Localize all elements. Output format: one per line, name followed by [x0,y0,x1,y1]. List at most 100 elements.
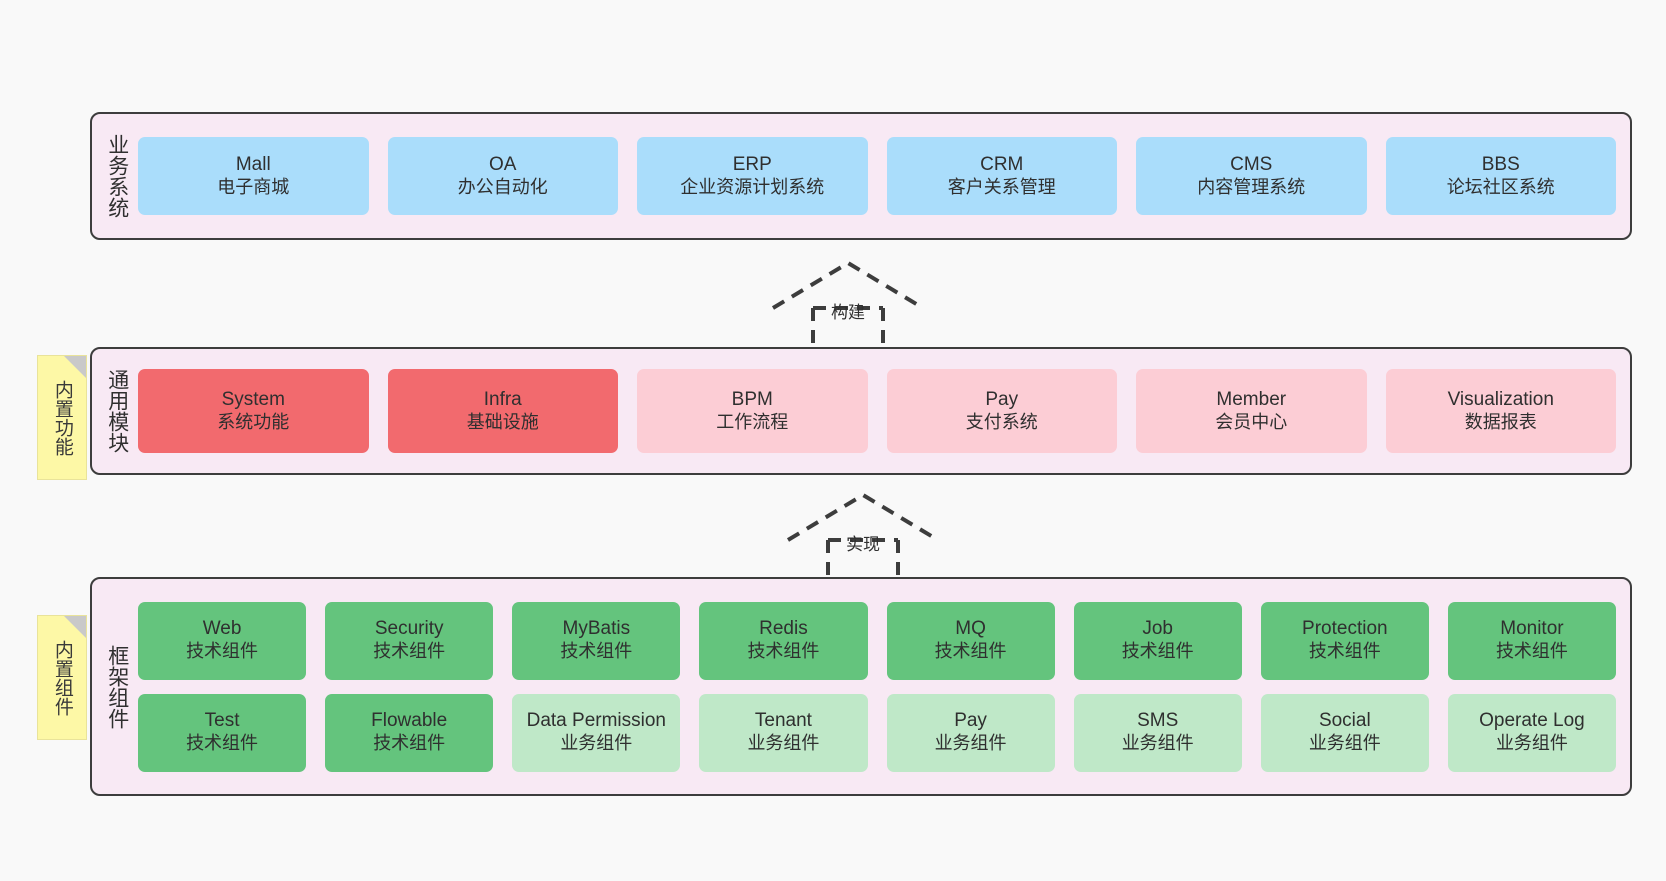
card-en-label: CRM [980,153,1024,175]
card-cn-label: 业务组件 [1308,733,1381,754]
layer-common-modules-body: System 系统功能 Infra 基础设施 BPM 工作流程 Pay 支付系统… [134,357,1622,465]
card-cn-label: 技术组件 [1495,641,1568,662]
card-en-label: Pay [985,388,1019,410]
layer-framework-components-title: 框架组件 [105,644,129,729]
card-cn-label: 技术组件 [186,733,259,754]
note-builtin-component[interactable]: 内置组件 [37,615,87,740]
card-en-label: SMS [1137,710,1179,732]
card-cn-label: 客户关系管理 [947,176,1056,197]
card-cn-label: 系统功能 [217,411,290,432]
framework-card-monitor[interactable]: Monitor 技术组件 [1447,601,1616,680]
card-en-label: ERP [732,153,772,175]
card-cn-label: 技术组件 [1308,641,1381,662]
card-en-label: OA [489,153,517,175]
connector-build: 构建 [763,258,933,358]
card-cn-label: 技术组件 [747,641,820,662]
framework-card-operate-log[interactable]: Operate Log 业务组件 [1447,693,1616,772]
card-en-label: Infra [483,388,522,410]
layer-business-system[interactable]: 业务系统 Mall 电子商城 OA 办公自动化 ERP 企业资源计划系统 CRM [90,112,1632,240]
card-en-label: Member [1216,388,1287,410]
card-cn-label: 企业资源计划系统 [680,176,825,197]
framework-card-security[interactable]: Security 技术组件 [325,601,494,680]
framework-card-mybatis[interactable]: MyBatis 技术组件 [512,601,681,680]
business-card-mall[interactable]: Mall 电子商城 [138,137,369,215]
card-cn-label: 会员中心 [1215,411,1288,432]
card-en-label: Flowable [371,710,448,732]
module-card-pay[interactable]: Pay 支付系统 [886,369,1117,453]
layer-common-modules-title: 通用模块 [105,369,129,453]
module-card-member[interactable]: Member 会员中心 [1136,369,1367,453]
connector-implement-label: 实现 [846,535,880,554]
framework-card-web[interactable]: Web 技术组件 [138,601,307,680]
card-cn-label: 工作流程 [716,411,789,432]
business-card-crm[interactable]: CRM 客户关系管理 [886,137,1117,215]
framework-card-flowable[interactable]: Flowable 技术组件 [325,693,494,772]
card-cn-label: 技术组件 [1121,641,1194,662]
card-cn-label: 内容管理系统 [1197,176,1306,197]
business-card-oa[interactable]: OA 办公自动化 [387,137,618,215]
card-en-label: Social [1318,710,1371,732]
layer-framework-components[interactable]: 框架组件 Web 技术组件 Security 技术组件 MyBatis 技术组件… [90,577,1632,796]
business-card-bbs[interactable]: BBS 论坛社区系统 [1385,137,1616,215]
card-cn-label: 论坛社区系统 [1446,176,1555,197]
layer-business-system-body: Mall 电子商城 OA 办公自动化 ERP 企业资源计划系统 CRM 客户关系… [134,122,1622,230]
layer-framework-components-body: Web 技术组件 Security 技术组件 MyBatis 技术组件 Redi… [134,587,1622,786]
card-cn-label: 业务组件 [747,733,820,754]
note-builtin-function-label: 内置功能 [51,379,73,456]
card-cn-label: 技术组件 [934,641,1007,662]
connector-build-label: 构建 [831,303,865,322]
card-en-label: Mall [235,153,271,175]
connector-implement-shape [786,492,940,590]
card-en-label: System [221,388,285,410]
card-en-label: Redis [759,618,808,640]
connector-implement: 实现 [778,490,948,590]
card-en-label: Protection [1302,618,1388,640]
framework-card-tenant[interactable]: Tenant 业务组件 [699,693,868,772]
framework-card-job[interactable]: Job 技术组件 [1073,601,1242,680]
framework-card-redis[interactable]: Redis 技术组件 [699,601,868,680]
note-builtin-component-label: 内置组件 [51,639,73,716]
card-en-label: Job [1142,618,1173,640]
framework-biz-row: Test 技术组件 Flowable 技术组件 Data Permission … [138,693,1616,772]
card-cn-label: 电子商城 [217,176,290,197]
card-cn-label: 支付系统 [965,411,1038,432]
card-en-label: MyBatis [562,618,631,640]
card-en-label: Visualization [1447,388,1554,410]
card-en-label: Monitor [1500,618,1564,640]
business-card-erp[interactable]: ERP 企业资源计划系统 [637,137,868,215]
business-card-row: Mall 电子商城 OA 办公自动化 ERP 企业资源计划系统 CRM 客户关系… [138,137,1616,215]
module-card-row: System 系统功能 Infra 基础设施 BPM 工作流程 Pay 支付系统… [138,369,1616,453]
card-en-label: Web [202,618,242,640]
card-en-label: Tenant [754,710,812,732]
framework-card-protection[interactable]: Protection 技术组件 [1260,601,1429,680]
business-card-cms[interactable]: CMS 内容管理系统 [1136,137,1367,215]
card-cn-label: 技术组件 [373,641,446,662]
card-en-label: Security [374,618,444,640]
module-card-infra[interactable]: Infra 基础设施 [387,369,618,453]
card-cn-label: 数据报表 [1464,411,1537,432]
note-builtin-function[interactable]: 内置功能 [37,355,87,480]
card-en-label: Pay [954,710,987,732]
module-card-system[interactable]: System 系统功能 [138,369,369,453]
framework-card-test[interactable]: Test 技术组件 [138,693,307,772]
card-cn-label: 技术组件 [373,733,446,754]
framework-card-pay[interactable]: Pay 业务组件 [886,693,1055,772]
layer-business-system-title: 业务系统 [105,134,129,218]
module-card-bpm[interactable]: BPM 工作流程 [637,369,868,453]
framework-card-data-permission[interactable]: Data Permission 业务组件 [512,693,681,772]
card-en-label: Operate Log [1479,710,1585,732]
layer-common-modules[interactable]: 通用模块 System 系统功能 Infra 基础设施 BPM 工作流程 Pay [90,347,1632,475]
card-cn-label: 业务组件 [934,733,1007,754]
framework-card-sms[interactable]: SMS 业务组件 [1073,693,1242,772]
framework-tech-row: Web 技术组件 Security 技术组件 MyBatis 技术组件 Redi… [138,601,1616,680]
card-cn-label: 业务组件 [1121,733,1194,754]
module-card-visualization[interactable]: Visualization 数据报表 [1385,369,1616,453]
card-en-label: Test [204,710,240,732]
card-en-label: BBS [1481,153,1520,175]
card-cn-label: 业务组件 [560,733,633,754]
framework-card-social[interactable]: Social 业务组件 [1260,693,1429,772]
card-en-label: MQ [955,618,986,640]
framework-card-mq[interactable]: MQ 技术组件 [886,601,1055,680]
card-cn-label: 业务组件 [1495,733,1568,754]
